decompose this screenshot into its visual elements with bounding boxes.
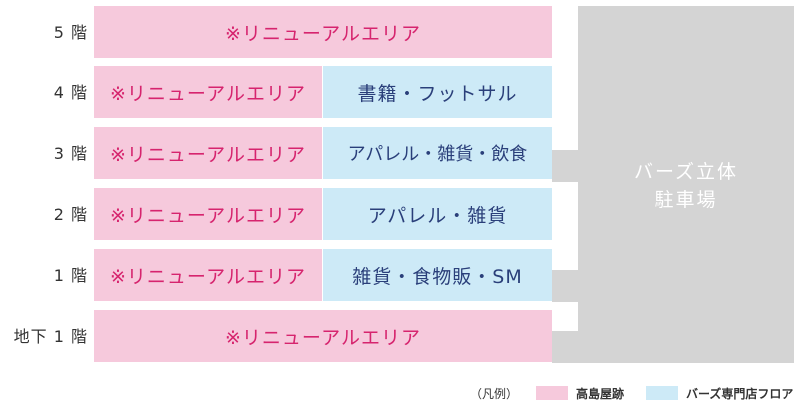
floor-label-b1f: 地下 1 階 — [13, 327, 88, 346]
floor-label-4f: 4 階 — [53, 83, 88, 102]
parking-label-line1: バーズ立体 — [633, 161, 739, 183]
floor-5f-renewal-area: ※リニューアルエリア — [94, 6, 552, 58]
floor-4f-renewal-area: ※リニューアルエリア — [94, 66, 322, 118]
parking-label-line2: 駐車場 — [654, 189, 718, 211]
floor-label-1f: 1 階 — [53, 266, 88, 285]
floor-label-3f: 3 階 — [53, 144, 88, 163]
parking-structure-main — [578, 6, 794, 363]
floor-2f-tenant-area: アパレル・雑貨 — [323, 188, 552, 240]
floor-1f-tenant-area: 雑貨・食物販・SM — [323, 249, 552, 301]
legend-swatch-takashimaya — [536, 386, 569, 400]
floor-2f-renewal-area: ※リニューアルエリア — [94, 188, 322, 240]
floor-label-2f: 2 階 — [53, 205, 88, 224]
legend: （凡例） 高島屋跡 バーズ専門店フロア — [470, 385, 793, 401]
floor-label-5f: 5 階 — [53, 23, 88, 42]
parking-label: バーズ立体 駐車場 — [578, 158, 794, 214]
parking-connector-b1f — [552, 331, 578, 363]
floor-1f-renewal-area: ※リニューアルエリア — [94, 249, 322, 301]
floor-4f-tenant-area: 書籍・フットサル — [323, 66, 552, 118]
legend-swatch-birds — [646, 386, 679, 400]
floor-3f-tenant-area: アパレル・雑貨・飲食 — [323, 127, 552, 179]
floor-3f-renewal-area: ※リニューアルエリア — [94, 127, 322, 179]
parking-connector-3f — [552, 150, 578, 182]
legend-label-birds: バーズ専門店フロア — [686, 386, 794, 401]
legend-label-takashimaya: 高島屋跡 — [576, 386, 625, 401]
parking-connector-1f — [552, 270, 578, 302]
legend-title: （凡例） — [470, 386, 519, 401]
floor-b1f-renewal-area: ※リニューアルエリア — [94, 310, 552, 362]
